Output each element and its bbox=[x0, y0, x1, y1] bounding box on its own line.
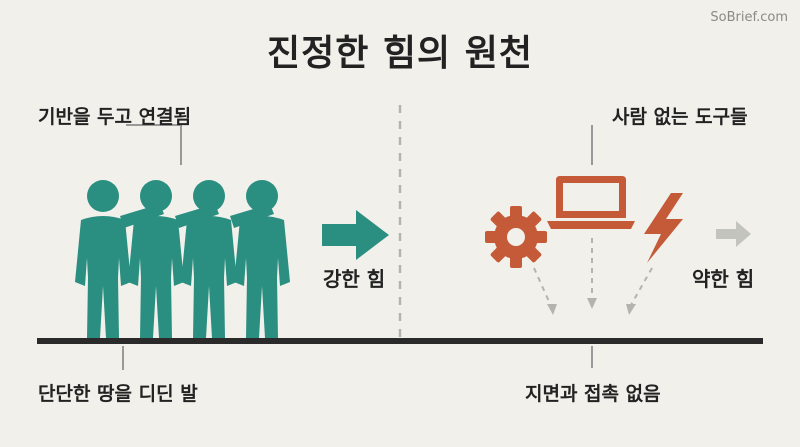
dashed-pointers bbox=[533, 238, 653, 307]
label-firm-footing: 단단한 땅을 디딘 발 bbox=[38, 383, 198, 405]
watermark: SoBrief.com bbox=[710, 10, 788, 25]
gear-icon bbox=[485, 206, 547, 268]
lightning-icon bbox=[644, 193, 683, 263]
label-weak-force: 약한 힘 bbox=[692, 267, 755, 291]
laptop-icon bbox=[547, 176, 635, 229]
arrow-right-icon bbox=[716, 221, 751, 247]
person-icon bbox=[128, 180, 184, 338]
label-strong-force: 강한 힘 bbox=[323, 267, 386, 291]
leader-top-left bbox=[126, 124, 182, 165]
person-icon bbox=[234, 180, 290, 338]
dashed-pointer-heads bbox=[547, 298, 636, 315]
person-icon bbox=[75, 180, 131, 338]
label-grounded-connected: 기반을 두고 연결됨 bbox=[38, 106, 192, 128]
page-title: 진정한 힘의 원천 bbox=[267, 33, 533, 74]
arrow-right-icon bbox=[322, 210, 389, 260]
label-no-ground-contact: 지면과 접촉 없음 bbox=[525, 383, 661, 405]
person-icon bbox=[181, 180, 237, 338]
label-tools-without-people: 사람 없는 도구들 bbox=[612, 106, 748, 128]
